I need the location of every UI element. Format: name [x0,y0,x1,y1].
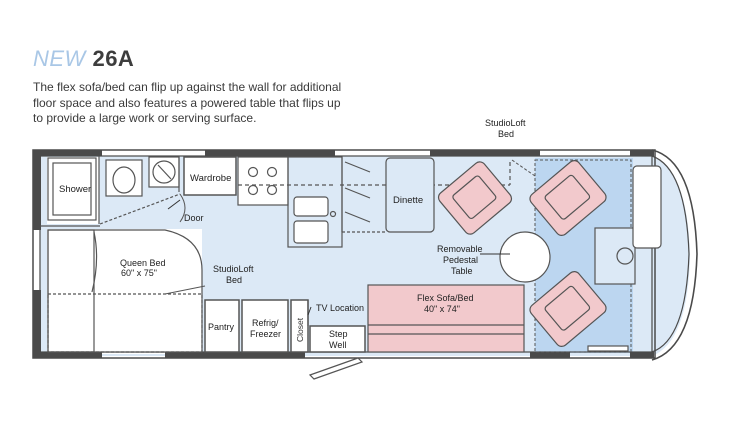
wardrobe [183,156,237,196]
closet-label: Closet [295,317,305,342]
fridge-label-2: Freezer [250,329,281,339]
model-title: NEW 26A [33,46,134,72]
pedestal-table [499,231,551,283]
table-label: Removable [437,244,483,254]
bathroom [40,156,186,227]
sofa-label: Flex Sofa/Bed [417,293,474,303]
leader-lines [167,199,510,316]
lower-cabinets [204,299,366,353]
description-line: floor space and also features a powered … [33,95,341,110]
table-label-3: Table [451,266,473,276]
tv-location-label: TV Location [316,303,364,313]
model-name: 26A [92,46,135,71]
description-line: The flex sofa/bed can flip up against th… [33,80,342,94]
new-label: NEW [33,46,86,71]
entry-step [307,300,364,380]
model-description: The flex sofa/bed can flip up against th… [33,80,363,127]
studioloft-top-label: StudioLoft [485,118,526,128]
studioloft-bed-label: StudioLoft [213,264,254,274]
fridge-label: Refrig/ [252,318,279,328]
step-label: Step [329,329,348,339]
dinette [385,157,435,233]
well-label: Well [329,340,346,350]
wardrobe-label: Wardrobe [190,173,231,184]
description-line: to provide a large work or serving surfa… [33,111,257,125]
queen-bed-label: Queen Bed [120,258,166,268]
flex-sofa-bed [367,284,525,353]
sofa-size-label: 40" x 74" [424,304,460,314]
studioloft-bed-label-2: Bed [226,275,242,285]
shower-label: Shower [59,184,91,195]
dinette-label: Dinette [393,195,423,206]
front-seating [437,160,607,347]
dashboard [587,165,662,352]
pantry-label: Pantry [208,322,235,332]
table-label-2: Pedestal [443,255,478,265]
queen-bed-size-label: 60" x 75" [121,268,157,278]
queen-bed [47,229,203,353]
studioloft-top-label-2: Bed [498,129,514,139]
wall-segments [33,150,654,358]
door-label: Door [184,213,204,223]
